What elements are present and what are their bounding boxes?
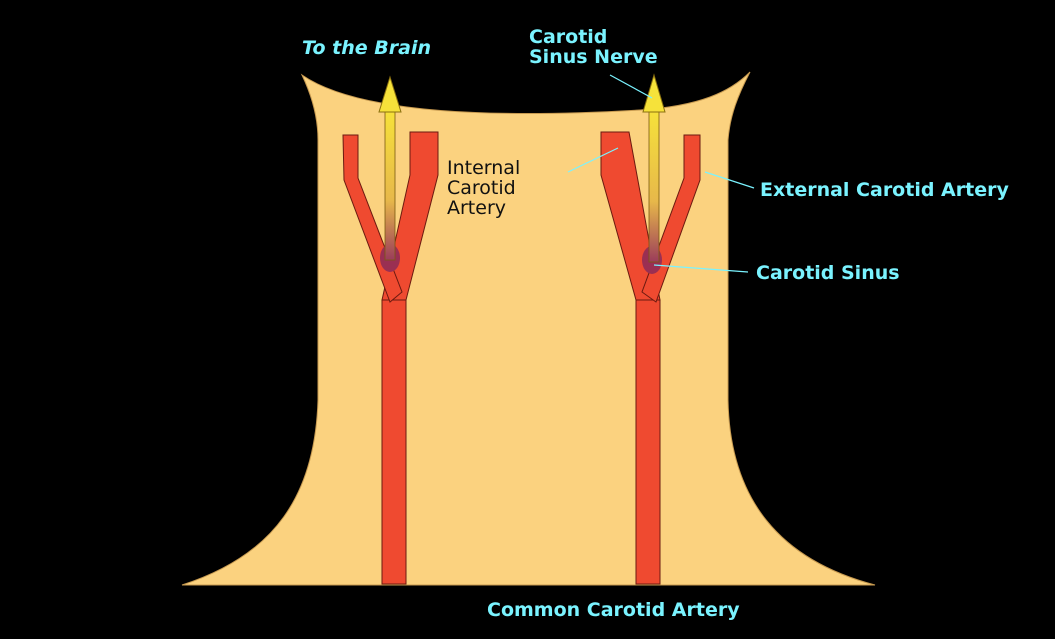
label-common-carotid-artery: Common Carotid Artery xyxy=(487,600,740,620)
right-nerve-shaft xyxy=(649,110,659,262)
neck-shape xyxy=(182,72,875,585)
label-internal-carotid-artery: Internal Carotid Artery xyxy=(447,158,520,218)
label-to-the-brain: To the Brain xyxy=(302,38,431,58)
right-nerve-arrowhead xyxy=(643,75,665,112)
left-common-carotid-artery xyxy=(382,300,406,584)
label-internal-line2: Carotid xyxy=(447,178,520,198)
left-nerve-shaft xyxy=(385,110,395,260)
right-common-carotid-artery xyxy=(636,300,660,584)
label-internal-line1: Internal xyxy=(447,158,520,178)
label-external-carotid-artery: External Carotid Artery xyxy=(760,180,1009,200)
leader-sinus-nerve xyxy=(610,75,652,98)
label-carotid-sinus-nerve: Carotid Sinus Nerve xyxy=(529,27,658,67)
label-internal-line3: Artery xyxy=(447,198,520,218)
left-nerve-arrowhead xyxy=(379,77,401,112)
label-sinus-nerve-line1: Carotid xyxy=(529,27,658,47)
label-sinus-nerve-line2: Sinus Nerve xyxy=(529,47,658,67)
label-carotid-sinus: Carotid Sinus xyxy=(756,263,900,283)
